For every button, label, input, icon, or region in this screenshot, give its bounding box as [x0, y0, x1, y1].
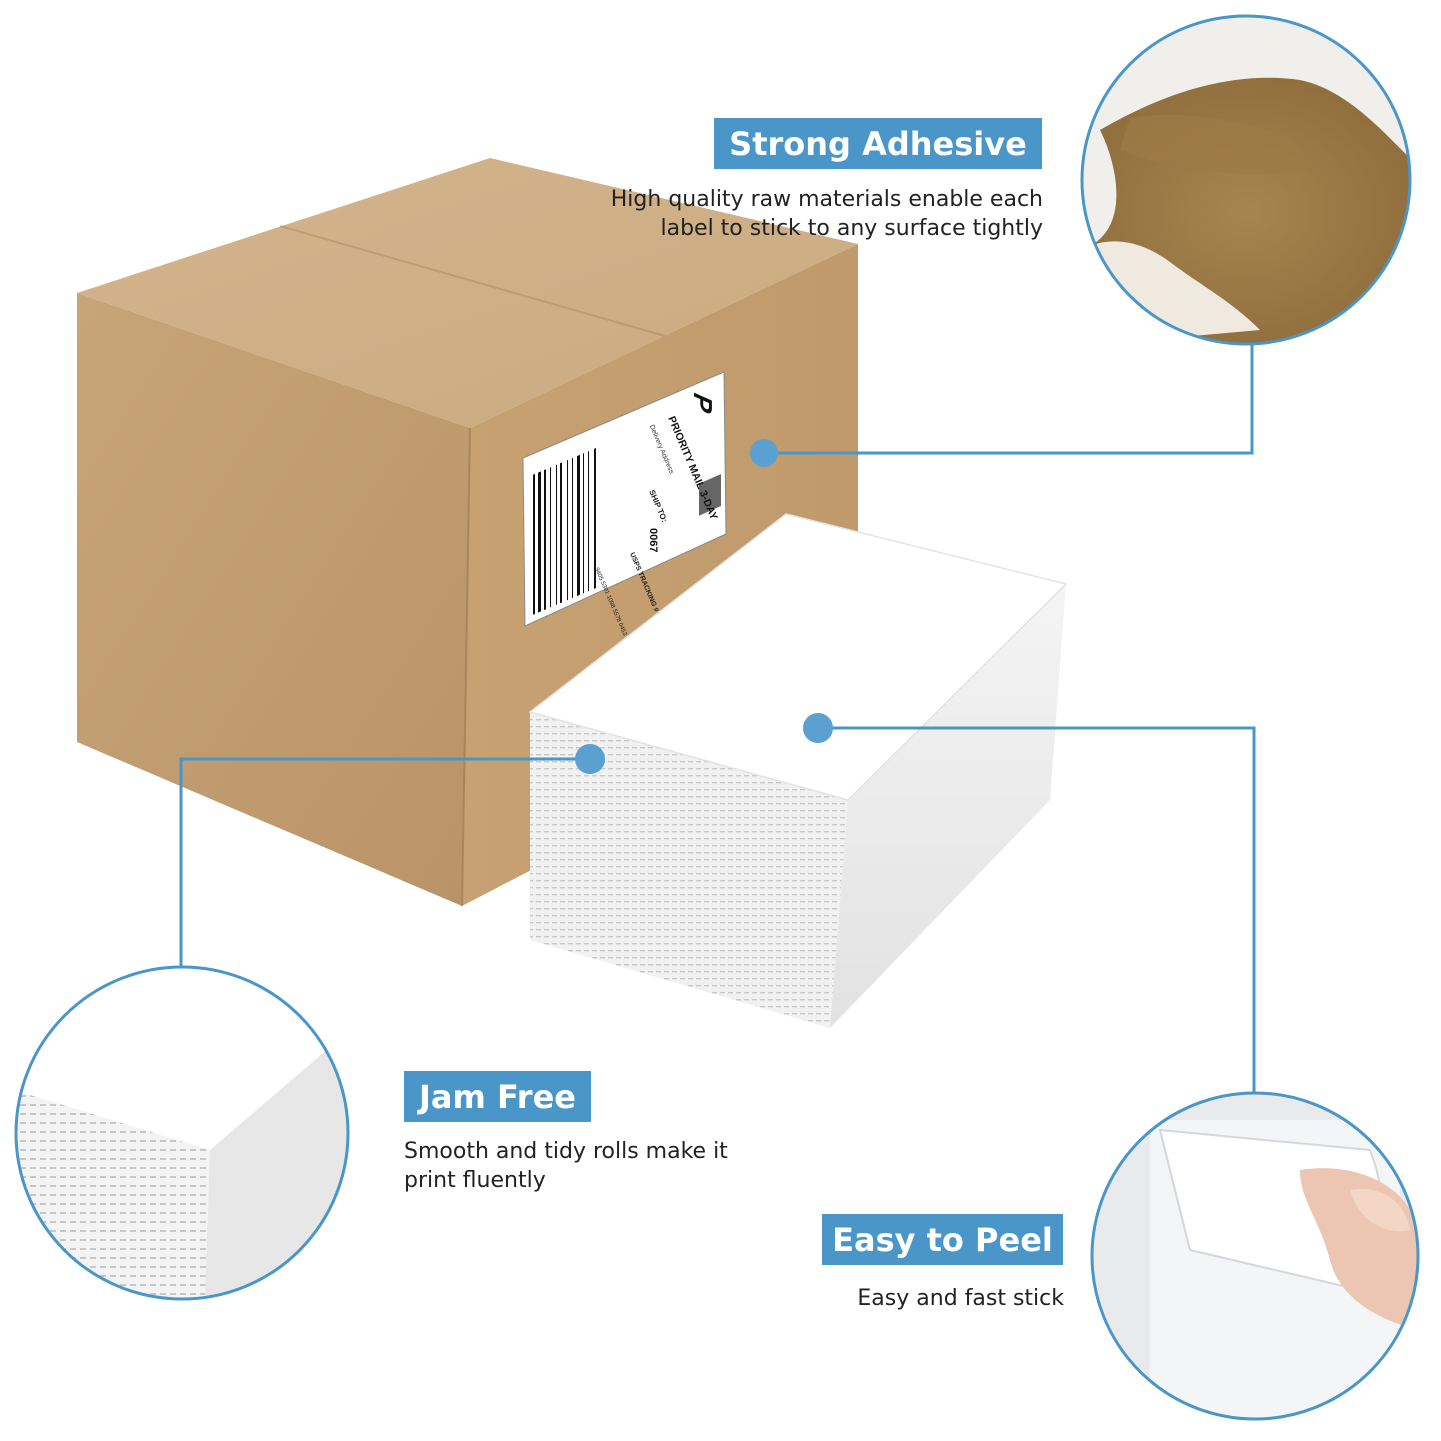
stack-front	[530, 712, 848, 1028]
desc-line: High quality raw materials enable each	[610, 187, 1043, 212]
barcode-bar	[533, 473, 535, 615]
feature-desc-easy-to-peel: Easy and fast stick	[857, 1284, 1064, 1313]
label-stack	[528, 513, 1068, 1028]
barcode-bar	[572, 457, 573, 599]
barcode-bar	[556, 464, 557, 605]
feature-title-strong-adhesive: Strong Adhesive	[714, 118, 1042, 169]
barcode-bar	[577, 454, 580, 597]
desc-line: print fluently	[404, 1168, 546, 1193]
barcode-bar	[583, 453, 584, 594]
shipping-label-sheet: P PRIORITY MAIL 3-DAY Delivery Address S…	[522, 371, 727, 645]
feature-title-jam-free: Jam Free	[404, 1071, 591, 1122]
hotspot-dot-adhesive[interactable]	[750, 439, 778, 467]
barcode-bar	[588, 450, 589, 592]
desc-line: Smooth and tidy rolls make it	[404, 1139, 728, 1164]
feature-title-easy-to-peel: Easy to Peel	[822, 1214, 1063, 1265]
connectors	[179, 345, 1256, 1093]
barcode-bar	[567, 459, 568, 601]
hotspot-dot-peel[interactable]	[803, 713, 833, 743]
desc-line: Easy and fast stick	[857, 1286, 1064, 1311]
label-code: 0067	[647, 528, 659, 552]
barcode-bar	[594, 448, 596, 589]
feature-desc-strong-adhesive: High quality raw materials enable each l…	[611, 185, 1043, 243]
zoom-peel-image	[1092, 1093, 1418, 1419]
barcode-bar	[560, 462, 562, 604]
box-front	[77, 293, 470, 906]
hotspot-dot-jam-free[interactable]	[575, 744, 605, 774]
box-top	[77, 158, 858, 428]
feature-desc-jam-free: Smooth and tidy rolls make it print flue…	[404, 1137, 728, 1195]
barcode-bar	[544, 469, 546, 611]
zoom-adhesive-image	[1082, 16, 1410, 344]
barcode-bar	[538, 471, 541, 613]
stack-top	[528, 513, 1068, 801]
barcode-bar	[550, 467, 551, 608]
barcode	[533, 448, 596, 615]
stack-side	[830, 584, 1066, 1028]
desc-line: label to stick to any surface tightly	[660, 216, 1043, 241]
